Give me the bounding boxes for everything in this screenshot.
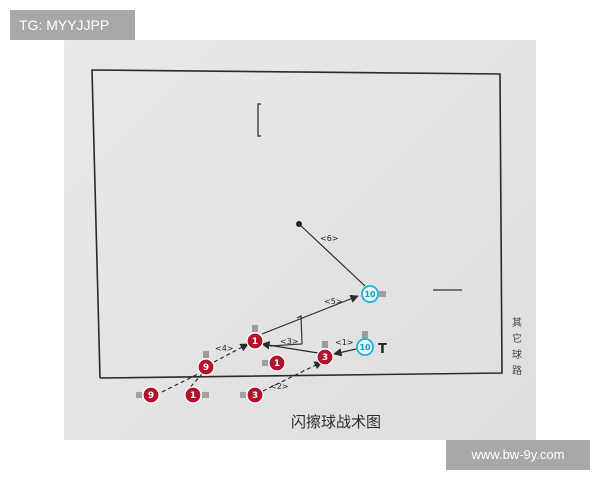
player-1-mid: 1 bbox=[246, 325, 264, 350]
court-mark-top bbox=[257, 103, 261, 137]
player-number: 1 bbox=[190, 391, 196, 401]
court-boundary bbox=[91, 69, 503, 379]
player-3-bottom: 3 bbox=[240, 386, 264, 404]
side-text: 其 它 球 路 bbox=[512, 317, 522, 377]
player-10-right: 10 bbox=[356, 331, 374, 356]
player-number: 10 bbox=[364, 290, 376, 299]
path-step-5 bbox=[261, 294, 359, 335]
watermark-bottom-right: www.bw-9y.com bbox=[446, 440, 590, 470]
t-marker: T bbox=[378, 342, 387, 357]
player-number: 9 bbox=[203, 363, 209, 373]
path-step-6 bbox=[298, 223, 366, 287]
step-label-5: <5> bbox=[324, 297, 343, 306]
step-label-2: <2> bbox=[270, 382, 289, 391]
player-3-right: 3 bbox=[316, 341, 334, 366]
player-1-lower: 1 bbox=[262, 354, 286, 372]
player-number: 3 bbox=[322, 353, 328, 363]
side-char: 其 bbox=[512, 317, 522, 329]
player-number: 9 bbox=[148, 391, 154, 401]
step-label-1: <1> bbox=[335, 338, 354, 347]
player-number: 1 bbox=[274, 359, 280, 369]
player-10-top: 10 bbox=[361, 285, 386, 303]
step-label-6: <6> bbox=[320, 234, 339, 243]
diagram-caption: 闪擦球战术图 bbox=[291, 413, 381, 431]
side-char: 球 bbox=[512, 348, 522, 361]
player-1-bottom: 1 bbox=[184, 386, 209, 404]
player-9-mid: 9 bbox=[197, 351, 215, 376]
player-number: 10 bbox=[359, 343, 371, 352]
bracket-mark bbox=[269, 315, 303, 347]
side-char: 路 bbox=[512, 364, 522, 377]
watermark-top-left: TG: MYYJJPP bbox=[10, 10, 135, 40]
player-number: 1 bbox=[252, 337, 258, 347]
step-label-3: <3> bbox=[280, 337, 299, 346]
player-number: 3 bbox=[252, 391, 258, 401]
path-step-1 bbox=[333, 348, 357, 357]
side-char: 它 bbox=[512, 332, 522, 345]
path-step-2 bbox=[262, 361, 323, 392]
path-step-3 bbox=[261, 341, 319, 354]
step-label-4: <4> bbox=[215, 344, 234, 353]
player-9-bottom: 9 bbox=[136, 386, 160, 404]
